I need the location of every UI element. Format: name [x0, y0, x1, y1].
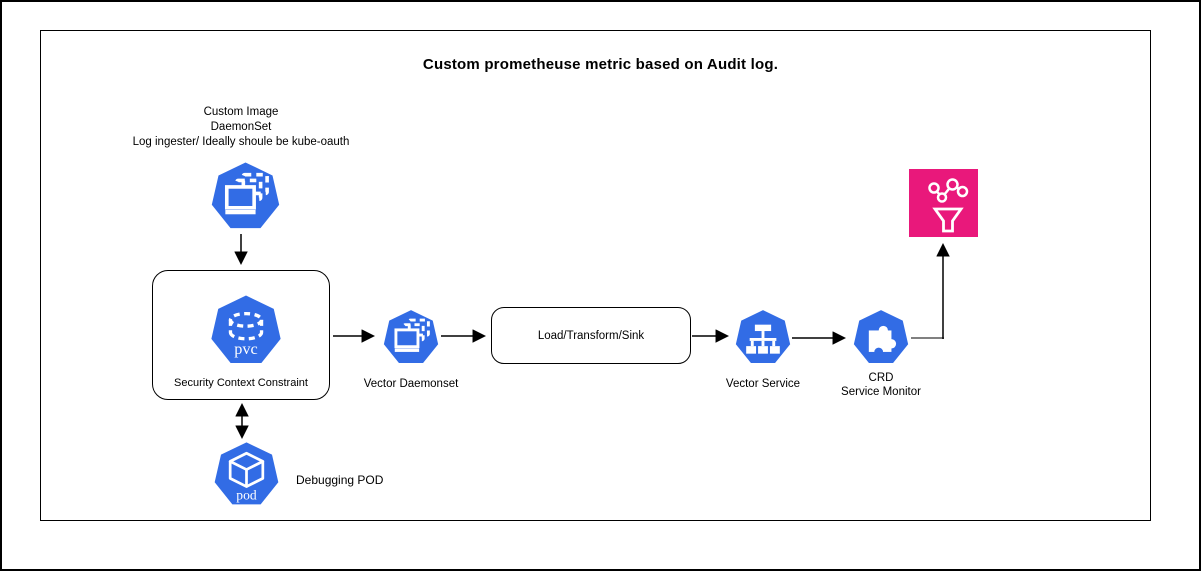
- daemonset-icon: [383, 310, 439, 364]
- service-icon: [735, 310, 791, 364]
- pvc-icon: pvc: [211, 295, 281, 363]
- vector-service-label: Vector Service: [725, 378, 801, 390]
- crd-service-monitor-label: CRD Service Monitor: [820, 371, 942, 399]
- crd-puzzle-icon: [853, 310, 909, 364]
- metrics-funnel-icon: [928, 178, 969, 233]
- pod-icon: pod: [214, 442, 279, 505]
- load-transform-sink-label: Load/Transform/Sink: [537, 329, 645, 342]
- vector-daemonset-node: [382, 309, 440, 367]
- crd-label-line1: CRD: [868, 372, 894, 384]
- debugging-pod-node: pod: [212, 441, 281, 509]
- metrics-collector-node: [909, 169, 978, 237]
- note-line: DaemonSet: [210, 121, 272, 133]
- crd-label-line2: Service Monitor: [841, 386, 921, 398]
- pvc-icon-label: pvc: [234, 339, 258, 358]
- vector-daemonset-label: Vector Daemonset: [363, 378, 459, 390]
- debugging-pod-label: Debugging POD: [296, 473, 384, 487]
- note-line: Log ingester/ Ideally shoule be kube-oau…: [132, 136, 350, 148]
- scc-label: Security Context Constraint: [174, 377, 308, 389]
- daemonset-icon: [211, 162, 280, 229]
- pod-icon-label: pod: [236, 487, 257, 502]
- load-transform-sink-box: Load/Transform/Sink: [491, 307, 691, 364]
- custom-image-daemonset-node: [209, 161, 282, 233]
- note-line: Custom Image: [203, 106, 279, 118]
- pvc-node: pvc: [209, 294, 283, 368]
- vector-service-node: [734, 309, 792, 367]
- crd-service-monitor-node: [852, 309, 910, 367]
- diagram-title: Custom prometheuse metric based on Audit…: [422, 56, 779, 73]
- daemonset-note: Custom Image DaemonSet Log ingester/ Ide…: [116, 105, 366, 150]
